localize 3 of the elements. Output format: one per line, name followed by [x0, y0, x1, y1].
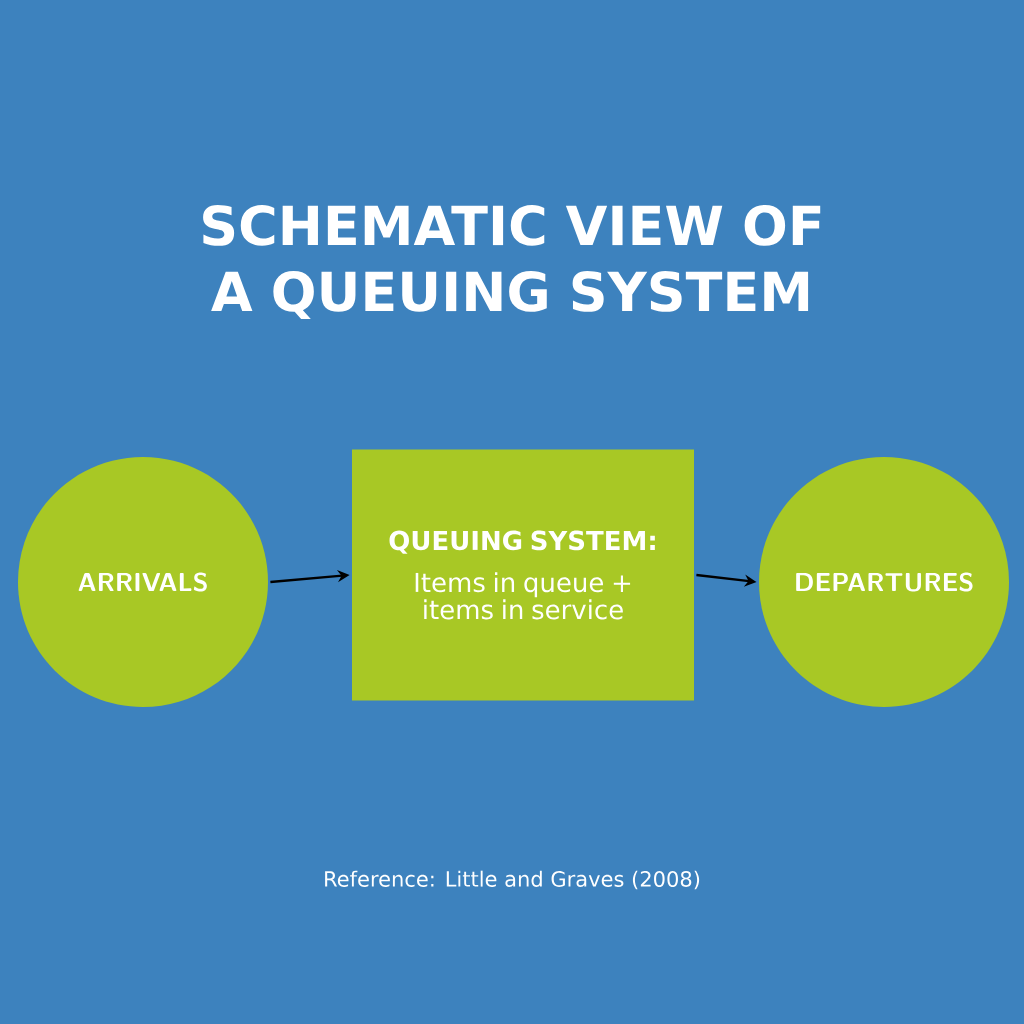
title: SCHEMATIC VIEW OF A QUEUING SYSTEM: [203, 205, 821, 319]
reference-note: Reference: Little and Graves (2008): [325, 870, 700, 890]
process-box: QUEUING SYSTEM: Items in queue + items in service: [352, 449, 694, 701]
